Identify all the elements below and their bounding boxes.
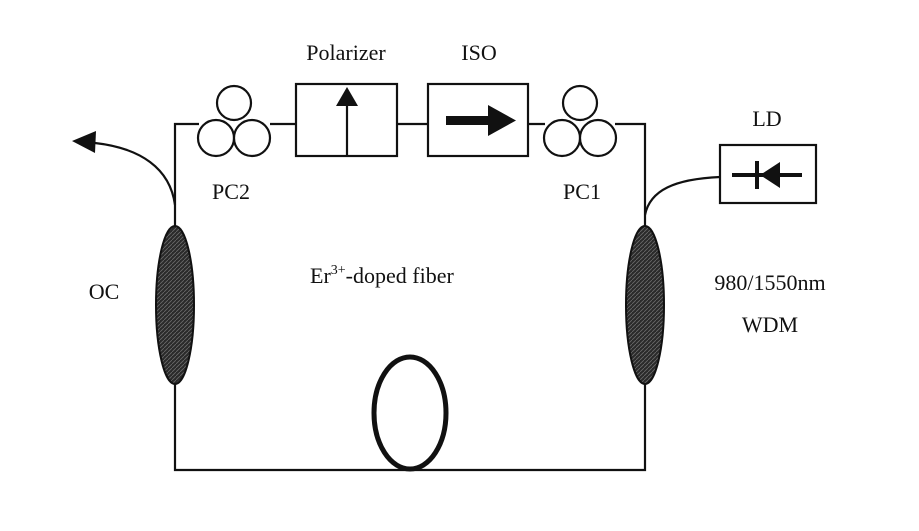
isolator-arrow-shaft <box>446 116 494 125</box>
polarizer-label: Polarizer <box>306 40 386 65</box>
top-right-fiber <box>615 122 647 240</box>
pc2-paddle-right-icon <box>232 118 272 158</box>
pc2-paddle-top-icon <box>215 84 253 122</box>
fiber-label-prefix: Er <box>310 263 331 288</box>
wdm-coupler-ellipse[interactable] <box>625 225 665 385</box>
polarizer-component[interactable] <box>294 82 399 158</box>
oc-label: OC <box>89 279 120 304</box>
isolator-arrow-icon <box>488 105 516 136</box>
pc1-paddle-top-icon <box>561 84 599 122</box>
pump-fiber <box>643 175 721 216</box>
pc2-label: PC2 <box>212 179 250 204</box>
iso-label: ISO <box>461 40 496 65</box>
fiber-label: Er3+-doped fiber <box>310 263 454 288</box>
wdm-label: WDM <box>742 312 798 337</box>
laser-diode-triangle-icon <box>760 162 780 188</box>
ld-label: LD <box>752 106 781 131</box>
polarizer-arrow-icon <box>336 87 358 106</box>
pc2-polarization-controller[interactable] <box>196 84 272 158</box>
pc1-polarization-controller[interactable] <box>542 84 618 158</box>
fiber-label-suffix: -doped fiber <box>346 263 455 288</box>
laser-diode-bar-icon <box>755 161 759 189</box>
output-fiber <box>94 141 177 206</box>
top-left-fiber <box>173 122 199 240</box>
isolator-component[interactable] <box>426 82 530 158</box>
laser-diode-component[interactable] <box>718 143 818 205</box>
output-coupler-ellipse[interactable] <box>155 225 195 385</box>
output-arrow-icon <box>72 131 96 153</box>
fiber-label-superscript: 3+ <box>331 263 346 278</box>
bottom-fiber-loop <box>173 375 647 472</box>
pc1-paddle-left-icon <box>542 118 582 158</box>
pc1-label: PC1 <box>563 179 601 204</box>
wdm-wavelength-label: 980/1550nm <box>714 270 825 295</box>
pc1-paddle-right-icon <box>578 118 618 158</box>
fiber-coil-icon <box>371 354 449 472</box>
pc2-paddle-left-icon <box>196 118 236 158</box>
